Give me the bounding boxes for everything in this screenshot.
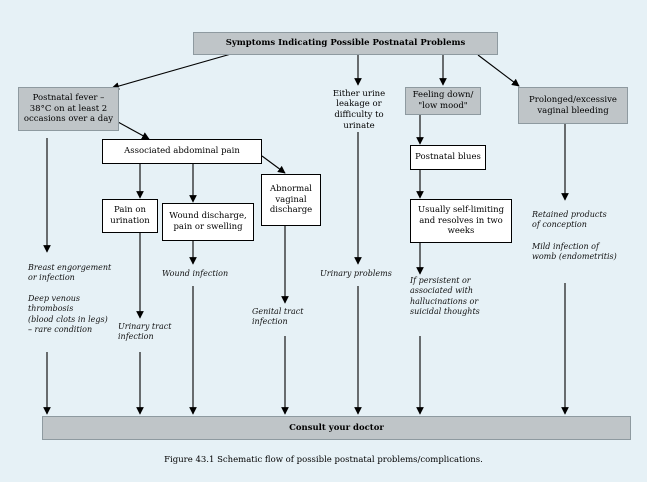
arrow-abdominal-to-vaginal xyxy=(261,155,286,174)
pain-on-urination-box: Pain on urination xyxy=(102,199,158,233)
arrow-fever-to-abdominal xyxy=(117,121,150,140)
vaginal-bleeding-box: Prolonged/excessive vaginal bleeding xyxy=(518,87,628,124)
urine-leakage-box: Either urine leakage or difficulty to ur… xyxy=(332,88,386,131)
genital-tract-infection-text: Genital tract infection xyxy=(252,307,304,327)
retained-products-text: Retained products of conception xyxy=(532,210,607,230)
mild-womb-infection-text: Mild infection of womb (endometritis) xyxy=(532,242,617,262)
symptoms-title-box: Symptoms Indicating Possible Postnatal P… xyxy=(193,32,498,55)
consult-doctor-box: Consult your doctor xyxy=(42,416,631,440)
urinary-problems-text: Urinary problems xyxy=(320,269,392,278)
abdominal-pain-box: Associated abdominal pain xyxy=(102,139,262,164)
postnatal-fever-box: Postnatal fever – 38°C on at least 2 occ… xyxy=(18,87,119,131)
postnatal-blues-box: Postnatal blues xyxy=(410,145,486,170)
persistent-hallucinations-text: If persistent or associated with halluci… xyxy=(410,276,480,317)
breast-engorgement-text: Breast engorgement or infection xyxy=(28,263,112,283)
wound-discharge-box: Wound discharge, pain or swelling xyxy=(162,203,254,241)
wound-infection-text: Wound infection xyxy=(162,269,229,278)
abnormal-vaginal-discharge-box: Abnormal vaginal discharge xyxy=(261,174,321,226)
urinary-tract-infection-text: Urinary tract infection xyxy=(118,322,172,342)
arrow-top-to-fever xyxy=(111,51,239,90)
deep-venous-thrombosis-text: Deep venous thrombosis (blood clots in l… xyxy=(28,294,108,335)
figure-caption: Figure 43.1 Schematic flow of possible p… xyxy=(164,455,483,465)
self-limiting-box: Usually self-limiting and resolves in tw… xyxy=(410,199,512,243)
arrow-top-to-bleeding xyxy=(477,54,520,87)
low-mood-box: Feeling down/ "low mood" xyxy=(405,87,481,115)
